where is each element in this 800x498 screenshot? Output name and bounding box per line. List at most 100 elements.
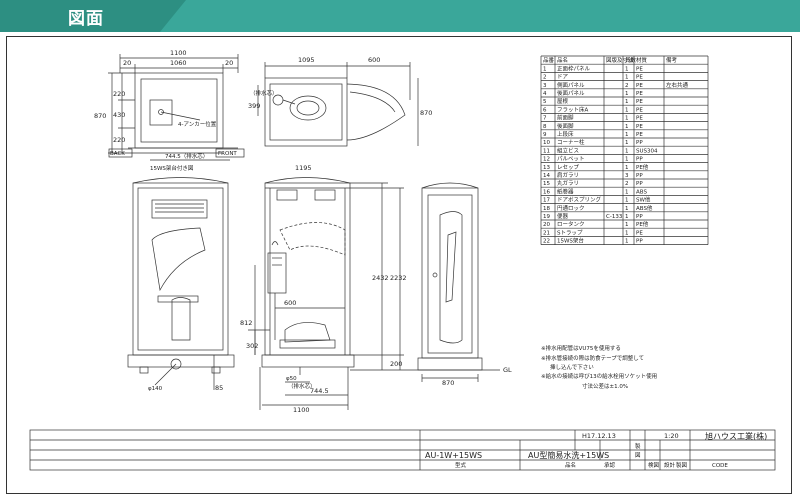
table-cell: PE他 xyxy=(636,220,649,228)
header-banner: 図面 xyxy=(0,0,800,32)
dim-sec-870: 870 xyxy=(442,379,454,387)
table-cell: 正面枠パネル xyxy=(557,64,591,72)
plan-view xyxy=(257,62,419,147)
table-cell: 13 xyxy=(543,165,550,171)
table-cell: 上段床 xyxy=(557,130,574,138)
dim-sec-2432: 2432 xyxy=(372,274,389,282)
table-cell: 3 xyxy=(625,173,629,179)
tb-label-model: 型式 xyxy=(455,461,467,469)
tb-name: AU型簡易水洗+15WS xyxy=(528,450,609,460)
title-block xyxy=(29,429,776,471)
tb-label-code: CODE xyxy=(712,463,728,469)
tb-model: AU-1W+15WS xyxy=(425,451,482,460)
table-cell: 屋根 xyxy=(557,97,569,105)
page-title: 図面 xyxy=(68,9,104,29)
table-cell: PP xyxy=(636,239,643,245)
table-cell: 11 xyxy=(543,148,550,154)
table-cell: 1 xyxy=(625,91,629,97)
front-label: FRONT xyxy=(218,151,237,157)
dim-front-1195: 1195 xyxy=(295,164,312,172)
table-cell: 後面脚 xyxy=(557,122,574,130)
table-cell: 3 xyxy=(543,83,547,89)
table-cell: ドアボスプリング xyxy=(557,196,602,204)
tb-company: 旭ハウス工業(株) xyxy=(705,431,767,441)
table-cell: 1 xyxy=(625,116,629,122)
dim-sec-812: 812 xyxy=(240,319,252,327)
dim-top-430: 430 xyxy=(113,111,125,119)
table-cell: PP xyxy=(636,173,643,179)
table-cell: 8 xyxy=(543,124,547,130)
top-view xyxy=(108,54,245,161)
dim-top-total: 1100 xyxy=(170,49,187,57)
table-cell: 18 xyxy=(543,206,550,212)
table-header-cell: 図版及寸法 xyxy=(606,56,634,64)
table-cell: 紙巻器 xyxy=(557,187,574,195)
table-cell: SUS304 xyxy=(636,148,658,154)
tb-label-approve: 承認 xyxy=(604,461,616,469)
table-cell: 1 xyxy=(625,75,629,81)
table-cell: 肩ガラリ xyxy=(557,171,579,179)
note-3: 挿し込んで下さい xyxy=(550,363,594,371)
table-cell: PE xyxy=(636,83,643,89)
table-cell: PE xyxy=(636,132,643,138)
table-cell: ABS xyxy=(636,189,647,195)
tb-label-made2: 図 xyxy=(635,452,641,459)
table-cell: PE xyxy=(636,116,643,122)
dim-top-right: 20 xyxy=(225,59,233,67)
table-cell: 便器 xyxy=(557,212,569,220)
table-cell: 前面脚 xyxy=(557,114,574,122)
table-cell: 16 xyxy=(543,189,550,195)
tb-label-name: 品名 xyxy=(565,461,576,469)
table-cell: 1 xyxy=(625,140,629,146)
top-view-caption: 15WS架台付き図 xyxy=(150,164,194,172)
table-cell: 7 xyxy=(543,116,547,122)
dim-front-dia: φ140 xyxy=(148,386,163,392)
dim-plan-399: 399 xyxy=(248,102,260,110)
table-cell: 2 xyxy=(625,83,629,89)
table-cell: 1 xyxy=(625,99,629,105)
section-view xyxy=(248,177,500,410)
dim-plan-600: 600 xyxy=(368,56,380,64)
dim-top-870: 870 xyxy=(94,112,106,120)
table-cell: PE xyxy=(636,99,643,105)
tb-label-check: 検図 xyxy=(648,461,660,469)
tb-label-design: 設計 xyxy=(664,461,676,469)
back-label: BACK xyxy=(110,151,125,157)
drain-label: 744.5（排水芯） xyxy=(165,152,208,160)
table-header-cell: 品名 xyxy=(557,56,568,64)
table-cell: 円通ロック xyxy=(557,204,585,212)
table-cell: 2 xyxy=(625,181,629,187)
tb-label-draw: 製図 xyxy=(676,461,688,469)
table-cell: 1 xyxy=(625,239,629,245)
table-cell: PE xyxy=(636,66,643,72)
table-cell: 4 xyxy=(543,91,547,97)
dim-top-220b: 220 xyxy=(113,136,125,144)
table-cell: 1 xyxy=(625,189,629,195)
tb-scale: 1:20 xyxy=(664,432,679,440)
dim-sec-200: 200 xyxy=(390,360,402,368)
table-cell: 1 xyxy=(625,157,629,163)
table-cell: PP xyxy=(636,214,643,220)
sec-drain-label: （排水芯） xyxy=(288,382,316,390)
table-cell: 20 xyxy=(543,222,550,228)
header-tab xyxy=(0,0,186,32)
table-cell: PE他 xyxy=(636,163,649,171)
table-cell: PE xyxy=(636,75,643,81)
table-cell: Sトラップ xyxy=(557,229,583,236)
table-cell: パルベット xyxy=(557,156,585,163)
table-cell: 9 xyxy=(543,132,547,138)
table-cell: ABS他 xyxy=(636,204,653,212)
dim-sec-2232: 2232 xyxy=(390,274,407,282)
dim-sec-7445: 744.5 xyxy=(310,387,329,395)
table-header-cell: 品番 xyxy=(543,57,555,64)
table-cell: 1 xyxy=(625,198,629,204)
dim-front-85: 85 xyxy=(215,384,223,392)
plan-drain-label: （排水芯） xyxy=(250,89,278,97)
table-cell: 1 xyxy=(625,132,629,138)
side-elevation xyxy=(417,182,483,382)
table-cell: ドア xyxy=(557,74,569,81)
table-cell: PE xyxy=(636,107,643,113)
dim-sec-1100: 1100 xyxy=(293,406,310,414)
